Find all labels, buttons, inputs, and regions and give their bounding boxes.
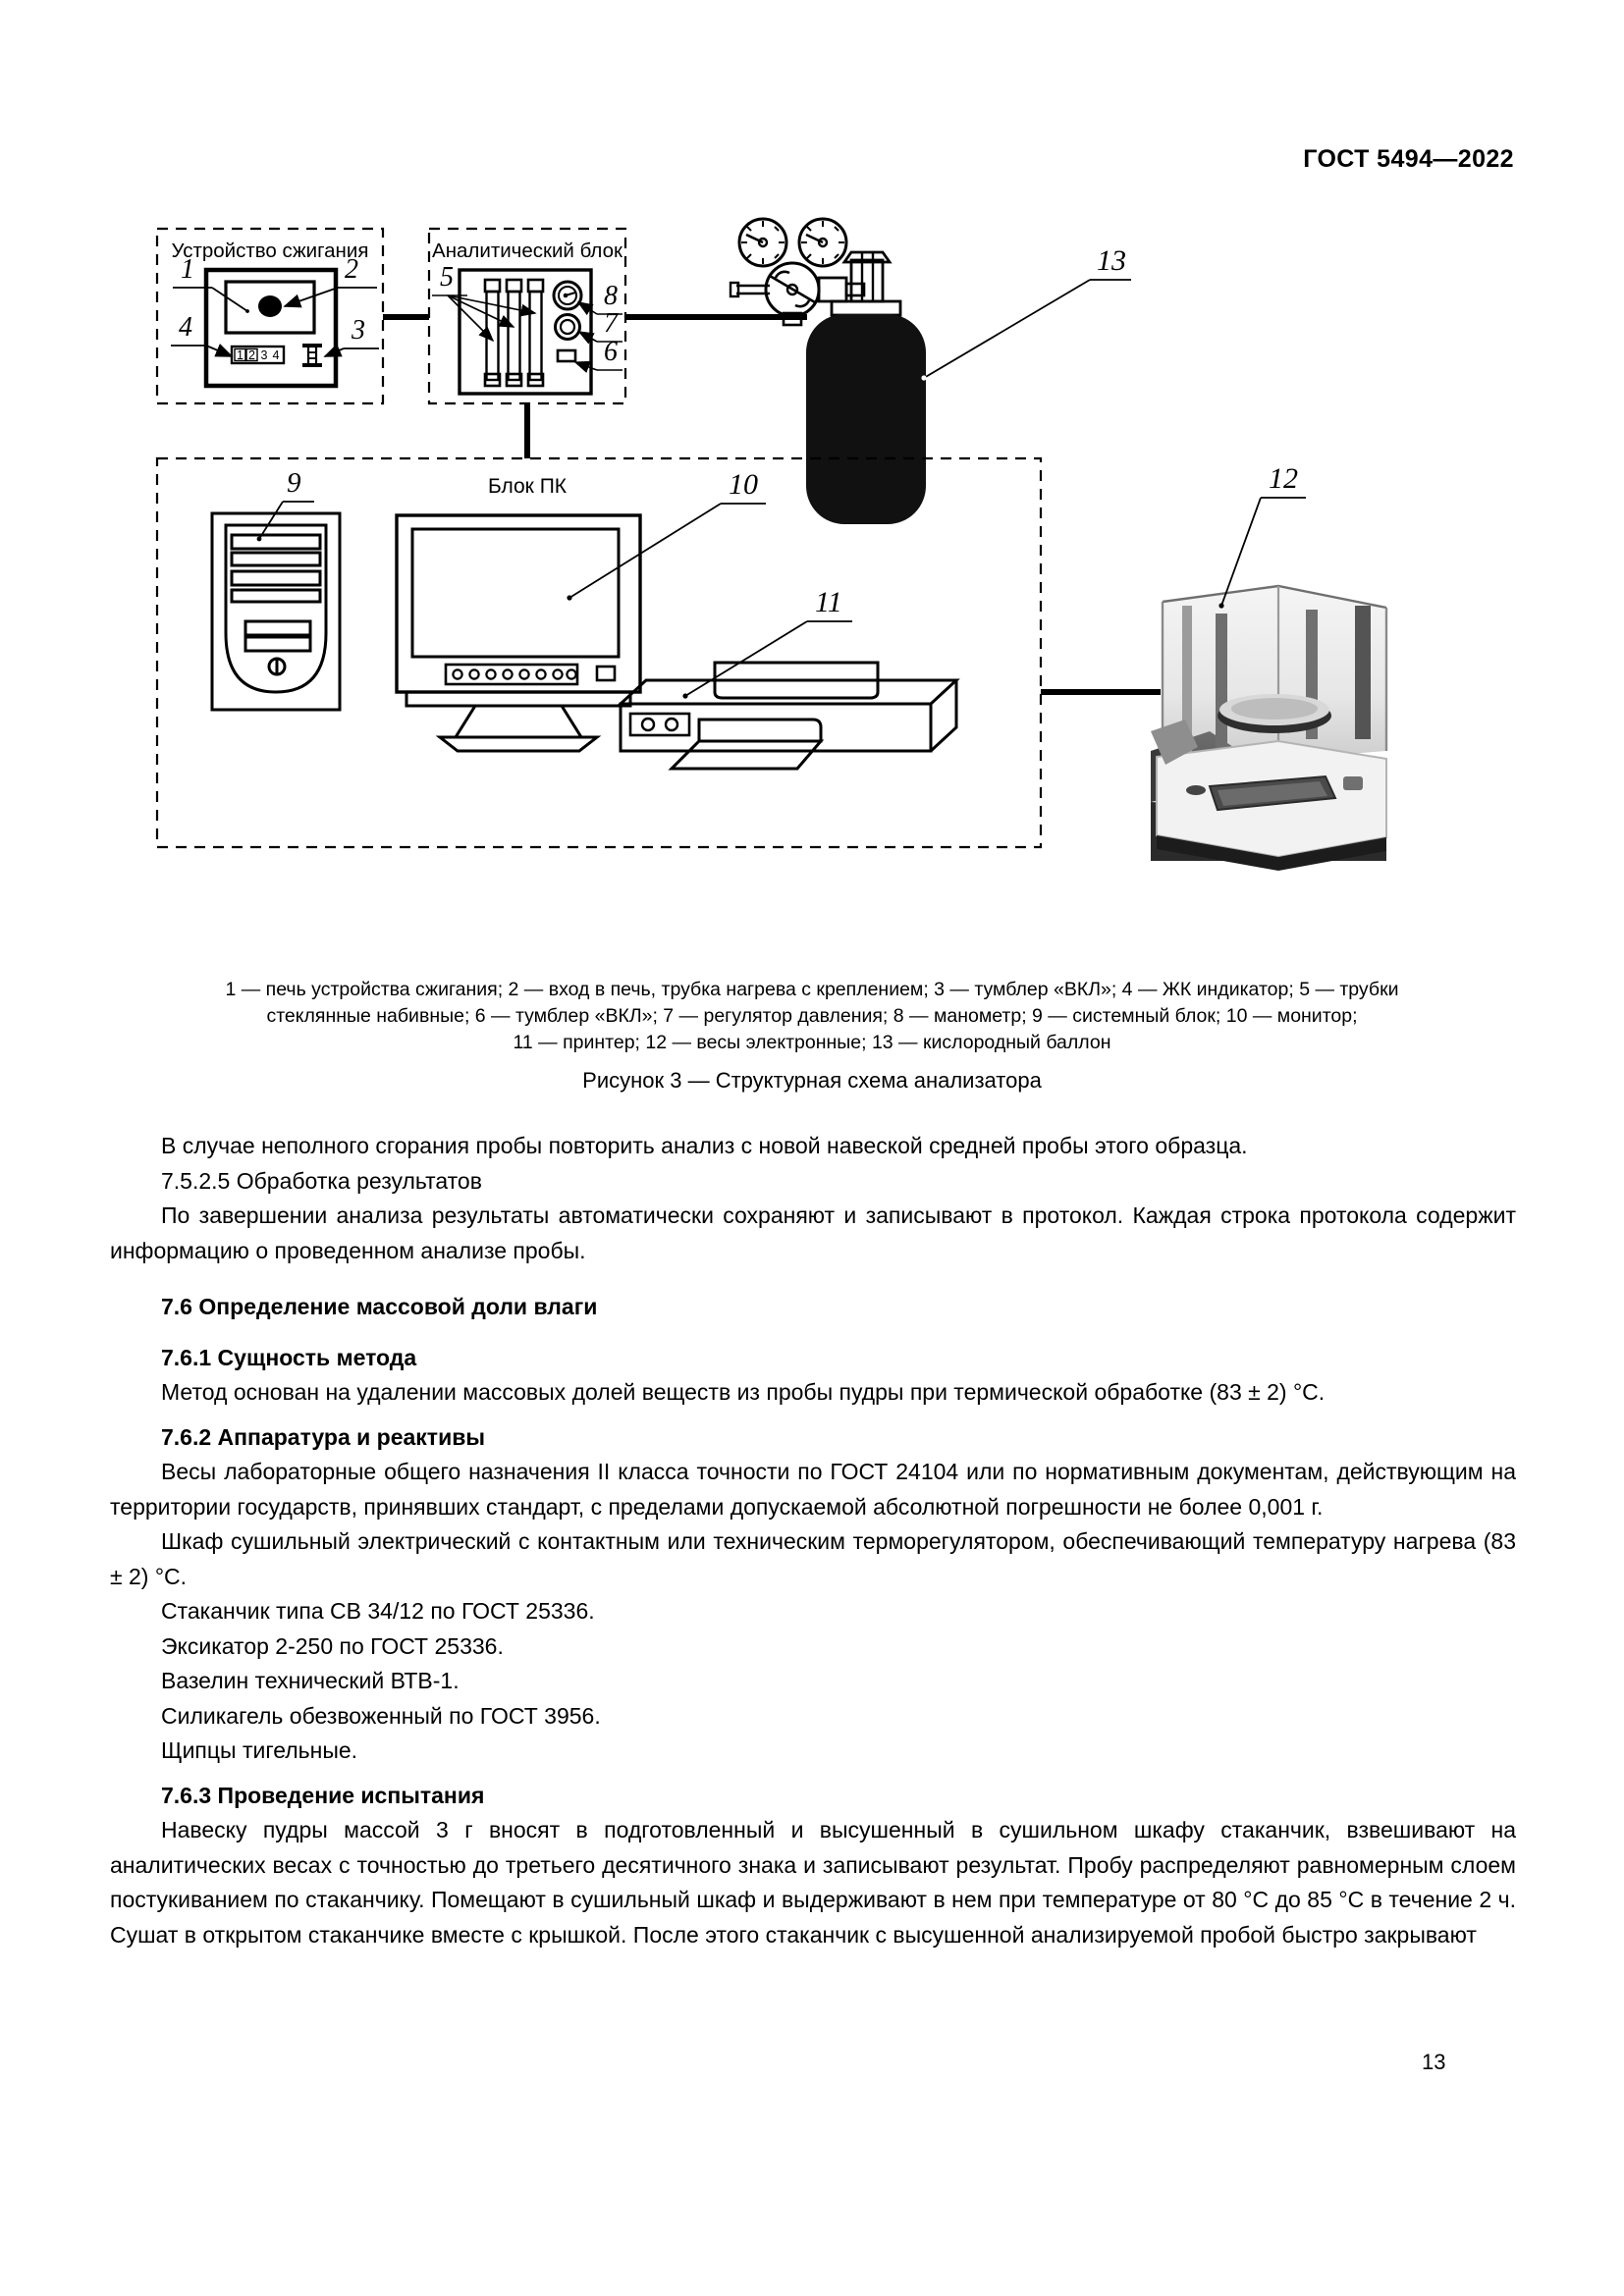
glass-tubes [483,278,545,388]
figure-3-structural-scheme: Устройство сжигания 1 2 3 4 [110,201,1514,947]
callout-6: 6 [604,337,618,367]
pressure-regulator [554,313,581,341]
callout-8: 8 [604,281,618,311]
electronic-balance [1151,584,1388,871]
figure-legend-line-1: 1 — печь устройства сжигания; 2 — вход в… [225,979,1399,1000]
combustion-device-group: Устройство сжигания 1 2 3 4 [155,227,385,405]
manometer-gauge [552,280,583,311]
figure-title: Рисунок 3 — Структурная схема анализатор… [582,1068,1042,1093]
reagent-desiccator: Эксикатор 2-250 по ГОСТ 25336. [161,1632,504,1659]
figure-legend-line-2: стеклянные набивные; 6 — тумблер «ВКЛ»; … [266,1005,1358,1027]
svg-text:2: 2 [248,348,255,362]
clause-7-6-1-heading: 7.6.1 Сущность метода [161,1344,417,1370]
pc-block-title: Блок ПК [488,475,568,498]
monitor [395,513,642,753]
callout-11: 11 [815,586,842,618]
combustion-block-title: Устройство сжигания [172,240,369,262]
lcd-indicator: 1 2 3 4 [230,345,286,365]
callout-2: 2 [345,254,358,285]
toggle-switch-analytical [556,348,577,363]
callout-7: 7 [604,308,619,339]
cylinder-gauges [737,217,848,268]
electronic-balance-group: 12 [1151,462,1388,871]
reagent-vaseline: Вазелин технический ВТВ-1. [161,1668,460,1693]
figure-legend-line-3: 11 — принтер; 12 — весы электронные; 13 … [513,1032,1111,1053]
paragraph-incomplete-combustion: В случае неполного сгорания пробы повтор… [161,1133,1248,1158]
svg-text:4: 4 [273,348,280,362]
page-number: 13 [1422,2050,1446,2074]
figure-legend: 1 — печь устройства сжигания; 2 — вход в… [110,977,1514,1056]
reagent-beaker: Стаканчик типа СВ 34/12 по ГОСТ 25336. [161,1598,595,1624]
printer [617,661,960,771]
clause-7-6-heading: 7.6 Определение массовой доли влаги [161,1294,598,1319]
clause-7-5-2-5-heading: 7.5.2.5 Обработка результатов [161,1167,482,1194]
system-unit [210,511,342,712]
paragraph-protocol: По завершении анализа результаты автомат… [110,1202,1516,1263]
connector-lines [383,314,1161,695]
callout-5: 5 [440,262,454,293]
oxygen-cylinder-group: 13 [729,217,1131,524]
clause-7-6-3-heading: 7.6.3 Проведение испытания [161,1782,485,1808]
svg-text:1: 1 [237,348,244,362]
callout-3: 3 [351,315,365,346]
page-header-standard: ГОСТ 5494—2022 [1303,145,1514,173]
svg-text:3: 3 [261,348,268,362]
reagent-silica-gel: Силикагель обезвоженный по ГОСТ 3956. [161,1702,601,1729]
paragraph-drying-oven: Шкаф сушильный электрический с контактны… [110,1528,1516,1589]
toggle-switch-on [302,344,322,367]
paragraph-test-procedure: Навеску пудры массой 3 г вносят в подгот… [110,1817,1516,1948]
oxygen-cylinder-body [806,314,926,524]
paragraph-lab-balance: Весы лабораторные общего назначения II к… [110,1459,1516,1520]
body-content: В случае неполного сгорания пробы повтор… [110,1129,1516,1952]
callout-13: 13 [1097,244,1126,277]
callout-9: 9 [287,467,301,499]
analytical-block-title: Аналитический блок [432,240,623,262]
analytical-block-group: Аналитический блок [427,227,627,405]
clause-7-6-2-heading: 7.6.2 Аппаратура и реактивы [161,1423,485,1450]
callout-1: 1 [181,254,194,285]
callout-4: 4 [179,312,192,343]
callout-10: 10 [729,468,758,501]
callout-12: 12 [1269,462,1298,495]
paragraph-method-essence: Метод основан на удалении массовых долей… [161,1379,1326,1405]
pc-block-group: Блок ПК 9 [155,456,1043,849]
gas-regulator [729,250,902,327]
reagent-crucible-tongs: Щипцы тигельные. [161,1737,358,1763]
